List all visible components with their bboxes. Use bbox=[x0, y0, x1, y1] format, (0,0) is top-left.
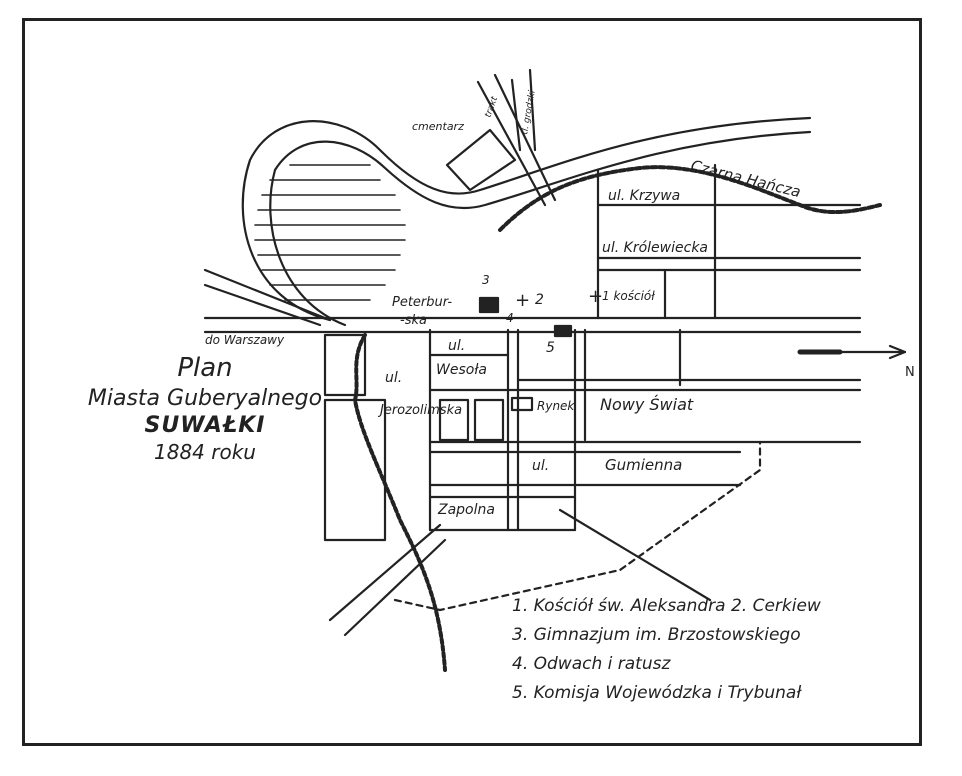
map-legend: 1. Kościół św. Aleksandra 2. Cerkiew 3. … bbox=[512, 592, 912, 708]
legend-item: 3. Gimnazjum im. Brzostowskiego bbox=[512, 625, 801, 645]
label-north: N bbox=[905, 365, 915, 380]
legend-item: 5. Komisja Wojewódzka i Trybunał bbox=[512, 683, 802, 703]
label-krolewiecka: ul. Królewiecka bbox=[602, 240, 708, 256]
road-top-3 bbox=[510, 78, 522, 152]
road-top-2 bbox=[493, 73, 557, 202]
stream bbox=[353, 333, 447, 672]
legend-item: 4. Odwach i ratusz bbox=[512, 654, 671, 674]
ring-road bbox=[241, 116, 812, 322]
label-nowy-swiat: Nowy Świat bbox=[600, 395, 694, 414]
marker-1: + bbox=[515, 290, 530, 311]
marker-4: 4 bbox=[506, 311, 514, 325]
title-line-2: Miasta Guberyalnego bbox=[87, 385, 323, 411]
label-cemetery: cmentarz bbox=[412, 120, 464, 133]
marker-2: 2 bbox=[535, 292, 544, 308]
title-line-1: Plan bbox=[177, 353, 233, 383]
ring-road-inner bbox=[269, 130, 812, 327]
label-rynek: Rynek bbox=[537, 399, 575, 413]
marker-5: 5 bbox=[546, 340, 555, 356]
map-frame bbox=[22, 18, 922, 746]
label-ul-1: ul. bbox=[448, 338, 465, 354]
label-ul-3: ul. bbox=[532, 458, 549, 474]
label-zapolna: Zapolna bbox=[437, 502, 495, 518]
label-krzywa: ul. Krzywa bbox=[608, 188, 680, 204]
label-wesola: Wesoła bbox=[436, 362, 487, 378]
map-title: Plan Miasta Guberyalnego SUWAŁKI 1884 ro… bbox=[70, 352, 340, 465]
legend-item: 1. Kościół św. Aleksandra 2. Cerkiew bbox=[512, 596, 821, 616]
label-peterburska-2: -ska bbox=[400, 313, 427, 328]
label-peterburska-1: Peterbur- bbox=[392, 295, 452, 310]
title-line-3: SUWAŁKI bbox=[144, 413, 266, 438]
cemetery-plot bbox=[445, 128, 517, 192]
title-line-4: 1884 roku bbox=[154, 439, 256, 464]
lake bbox=[254, 164, 406, 301]
label-kosciol: 1 kościół bbox=[602, 289, 655, 303]
marker-3: 3 bbox=[482, 273, 490, 287]
label-river: Czarna Hańcza bbox=[689, 156, 802, 201]
road-top-1 bbox=[476, 80, 547, 207]
label-warszawa: do Warszawy bbox=[205, 333, 285, 347]
road-top-4 bbox=[528, 68, 537, 152]
label-grodno: tl. grodzki bbox=[520, 89, 538, 135]
river-czarna-hancza bbox=[498, 165, 882, 232]
marker-cross: + bbox=[588, 286, 603, 307]
label-ul-2: ul. bbox=[385, 370, 402, 386]
label-gumienna: Gumienna bbox=[605, 456, 682, 474]
label-jerozolimska: Jerozolimska bbox=[377, 403, 462, 418]
